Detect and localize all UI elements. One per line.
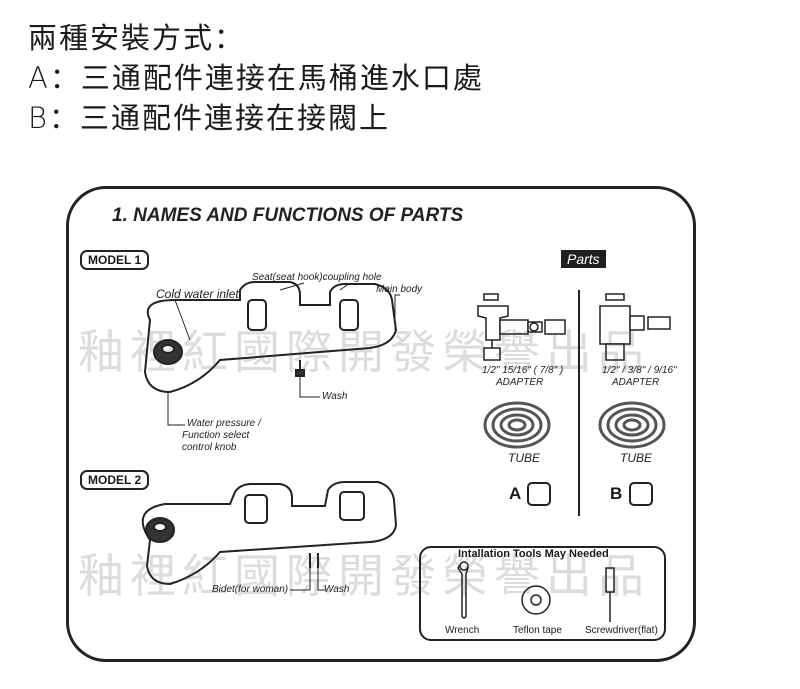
teflon-tape-icon — [521, 585, 551, 615]
wrench-icon — [457, 561, 469, 619]
label-water-pressure-3: control knob — [182, 442, 237, 453]
model-1-bidet-drawing — [143, 281, 398, 394]
screwdriver-label: Screwdriver(flat) — [585, 625, 658, 636]
teflon-tape-label: Teflon tape — [513, 625, 562, 636]
heading-line-3: B：三通配件連接在接閥上 — [28, 101, 390, 135]
tools-title: Intallation Tools May Needed — [458, 548, 609, 560]
label-water-pressure-2: Function select — [182, 430, 250, 441]
watermark-1: 釉裡紅國際開發榮譽出品 — [78, 325, 650, 379]
heading-line-2: A：三通配件連接在馬桶進水口處 — [28, 61, 484, 95]
tube-b-drawing — [598, 401, 666, 449]
heading-block: 兩種安裝方式： A：三通配件連接在馬桶進水口處 B：三通配件連接在接閥上 — [28, 18, 484, 138]
adapter-a-label: ADAPTER — [496, 377, 544, 388]
label-wash: Wash — [322, 391, 348, 402]
label-seat-hook: Seat(seat hook)coupling hole — [252, 272, 382, 283]
panel-title: 1. NAMES AND FUNCTIONS OF PARTS — [112, 205, 464, 226]
option-a-label: A — [509, 484, 522, 503]
tube-a-drawing — [483, 401, 551, 449]
parts-tag: Parts — [561, 250, 606, 268]
tube-b-label: TUBE — [620, 451, 653, 465]
label-main-body: Main body — [376, 284, 423, 295]
watermark-2: 釉裡紅國際開發榮譽出品 — [78, 549, 650, 603]
model-2-bidet-drawing — [141, 481, 398, 586]
label-wash-2: Wash — [324, 584, 350, 595]
adapter-b-sizes: 1/2" / 3/8" / 9/16" — [602, 365, 677, 376]
adapter-b-drawing — [599, 293, 671, 361]
wrench-label: Wrench — [445, 625, 480, 636]
model-2-tag: MODEL 2 — [80, 470, 150, 490]
tube-a-label: TUBE — [508, 451, 541, 465]
adapter-a-drawing — [477, 293, 566, 361]
instruction-panel — [66, 186, 696, 662]
option-a-checkbox[interactable] — [527, 482, 551, 506]
adapter-b-label: ADAPTER — [612, 377, 660, 388]
option-b-checkbox[interactable] — [629, 482, 653, 506]
label-cold-water-inlet: Cold water inlet — [156, 287, 239, 301]
label-water-pressure-1: Water pressure / — [187, 418, 261, 429]
option-b-label: B — [610, 484, 623, 503]
adapter-a-sizes: 1/2" 15/16" ( 7/8" ) — [482, 365, 564, 376]
tools-box — [419, 546, 666, 641]
screwdriver-icon — [605, 567, 615, 622]
heading-line-1: 兩種安裝方式： — [28, 21, 246, 55]
label-bidet: Bidet(for woman) — [212, 584, 289, 595]
model-1-tag: MODEL 1 — [80, 250, 150, 270]
